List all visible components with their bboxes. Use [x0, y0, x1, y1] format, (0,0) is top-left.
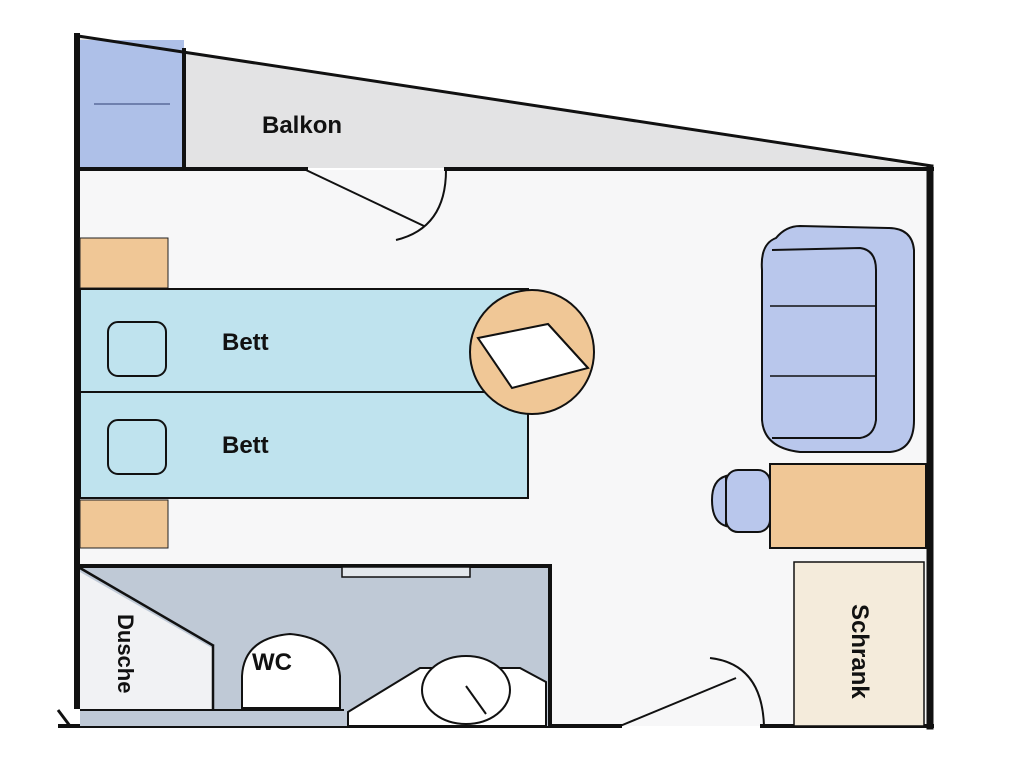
chair-icon: [710, 469, 771, 533]
sofa-icon: [760, 224, 915, 453]
desk: [769, 463, 927, 549]
balcony-railing: [77, 34, 933, 168]
round-table-icon: [469, 289, 595, 415]
sofa-body: [760, 224, 915, 453]
bed-lower-label: Bett: [222, 432, 269, 459]
bed-lower: Bett: [79, 391, 529, 499]
balcony: Balkon: [77, 34, 933, 168]
balcony-door-swing: [395, 169, 447, 241]
table-chair-edge: [547, 323, 589, 369]
wardrobe-label: Schrank: [846, 604, 873, 699]
chair-back: [710, 474, 727, 528]
sink-icon: [347, 655, 547, 727]
nightstand-bottom: [79, 499, 169, 549]
entry-corner: [56, 709, 72, 727]
bed-upper-label: Bett: [222, 329, 269, 356]
entry-door-swing: [709, 657, 765, 727]
balcony-door: [305, 169, 447, 241]
nightstand-top: [79, 237, 169, 289]
shower-label: Dusche: [113, 614, 138, 693]
wardrobe: [793, 561, 925, 727]
pillow-icon: [107, 419, 167, 475]
bathroom-vent: [341, 566, 471, 578]
toilet-label: WC: [252, 649, 292, 676]
pillow-icon: [107, 321, 167, 377]
toilet-bowl: [241, 632, 341, 709]
toilet-icon: WC: [241, 632, 341, 709]
bed-lower-frame: [79, 391, 529, 499]
bed-upper: Bett: [79, 288, 529, 393]
bathroom: Dusche WC: [79, 564, 552, 727]
entry-door-leaf: [619, 677, 737, 727]
sofa-seat: [771, 246, 877, 439]
sink-faucet: [465, 685, 487, 715]
sink-basin: [421, 655, 511, 725]
entry-door: [619, 657, 765, 727]
balcony-door-leaf: [305, 169, 425, 227]
shower-divider: [79, 566, 215, 648]
balcony-label: Balkon: [262, 112, 342, 139]
shower-area: [80, 572, 212, 710]
chair-seat: [725, 469, 771, 533]
